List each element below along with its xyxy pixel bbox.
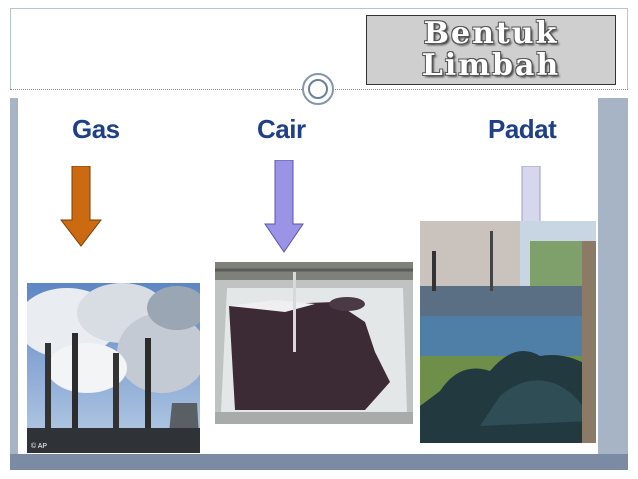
down-arrow-cair-icon [264,160,304,253]
slide-title: Bentuk Limbah [366,15,616,85]
title-line-1: Bentuk [423,16,559,51]
ring-ornament-icon [302,73,334,105]
label-cair: Cair [257,114,306,144]
label-gas: Gas [72,114,120,144]
smokestacks-photo: © AP [27,283,200,453]
liquid-waste-pool-photo [215,262,413,424]
down-arrow-gas-icon [60,166,102,247]
label-padat: Padat [488,114,557,144]
slide-header-frame [10,8,628,90]
solid-waste-pile-photo [420,221,596,443]
title-line-2: Limbah [421,48,561,83]
photo-credit: © AP [31,443,48,450]
footer-bar [10,454,628,470]
